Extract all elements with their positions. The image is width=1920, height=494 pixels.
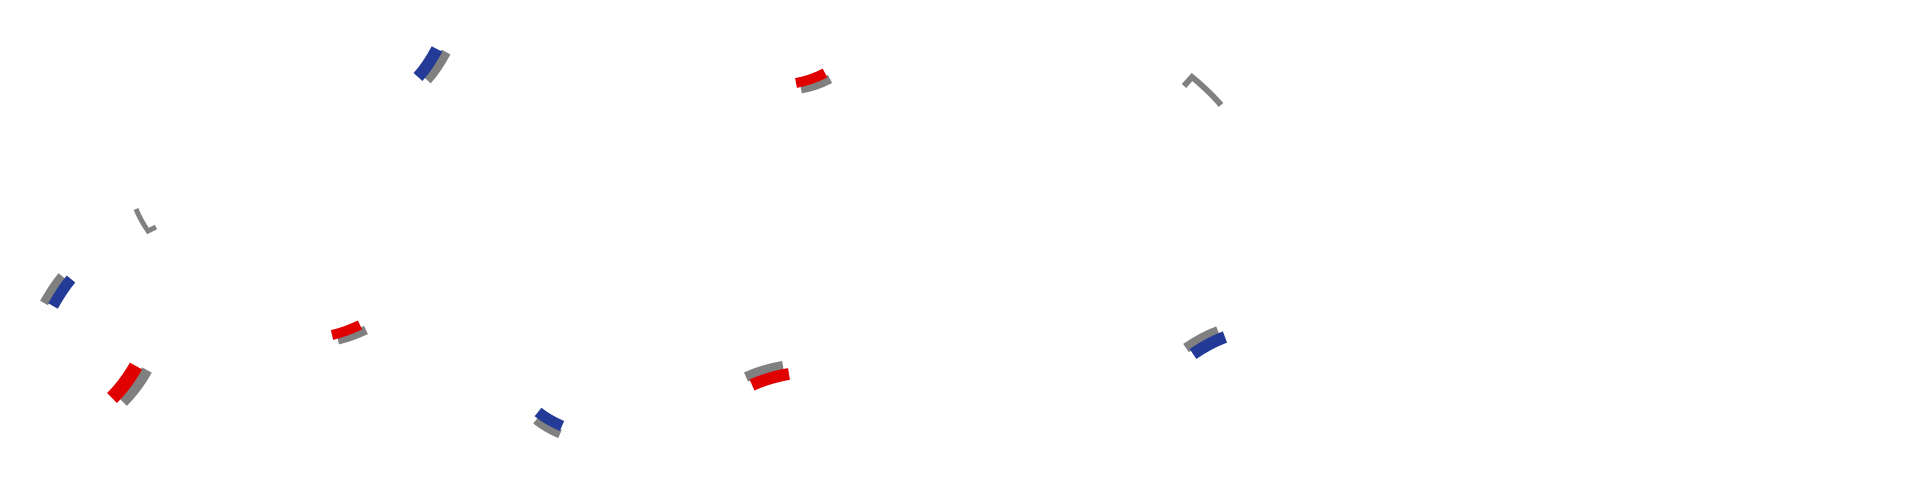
confetti-red-1-body: [795, 68, 828, 88]
confetti-blue-3: [533, 407, 565, 439]
confetti-blue-2: [40, 273, 76, 309]
confetti-red-4-body: [749, 368, 790, 391]
confetti-red-3: [106, 362, 152, 406]
confetti-blue-3-shadow: [533, 416, 562, 439]
confetti-red-4-shadow: [743, 361, 784, 382]
confetti-blue-2-body: [48, 275, 76, 309]
confetti-layer: [40, 46, 1228, 439]
confetti-blue-1-shadow: [423, 49, 451, 84]
confetti-blue-4: [1183, 326, 1228, 359]
confetti-blue-1-body: [413, 46, 443, 82]
confetti-red-4: [743, 361, 790, 391]
confetti-red-2: [330, 320, 368, 345]
confetti-gray-1: [1181, 72, 1224, 107]
confetti-red-1-shadow: [800, 75, 833, 94]
confetti-blue-4-shadow: [1183, 326, 1220, 353]
confetti-blue-1: [413, 46, 451, 84]
confetti-gray-1-body: [1181, 72, 1224, 107]
confetti-gray-2: [133, 208, 158, 235]
confetti-blue-2-shadow: [40, 273, 66, 306]
confetti-red-3-shadow: [119, 367, 152, 406]
confetti-red-1: [795, 68, 833, 94]
confetti-red-3-body: [106, 362, 143, 403]
confetti-blue-4-body: [1189, 331, 1228, 359]
confetti-gray-2-body: [133, 208, 158, 235]
confetti-blue-3-body: [534, 407, 565, 432]
confetti-red-2-body: [330, 320, 363, 340]
confetti-red-2-shadow: [336, 325, 368, 345]
